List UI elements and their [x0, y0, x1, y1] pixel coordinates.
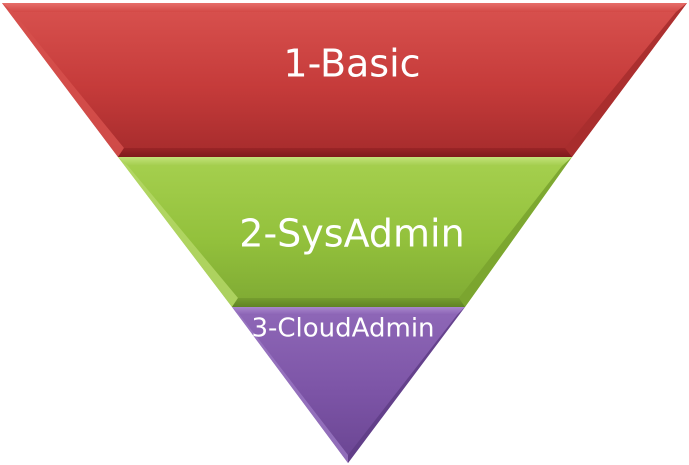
- layer-2-sysadmin: 2-SysAdmin: [118, 157, 572, 307]
- layer-2-left-bevel: [118, 157, 238, 307]
- layer-1-right-bevel: [565, 3, 687, 157]
- layer-2-label: 2-SysAdmin: [239, 212, 464, 256]
- layer-1-shape: [2, 3, 687, 157]
- layer-3-top-bevel: [232, 307, 465, 315]
- layer-1-top-bevel: [2, 3, 687, 12]
- layer-3-left-bevel: [232, 307, 348, 463]
- layer-1-label: 1-Basic: [283, 42, 420, 86]
- layer-1-basic: 1-Basic: [2, 3, 687, 157]
- layer-3-right-bevel: [348, 307, 465, 463]
- layer-3-cloudadmin: 3-CloudAdmin: [232, 307, 465, 463]
- layer-1-bottom-bevel: [118, 148, 572, 157]
- layer-3-label: 3-CloudAdmin: [251, 314, 434, 344]
- layer-2-shape: [118, 157, 572, 307]
- layer-2-bottom-bevel: [232, 298, 465, 307]
- layer-2-top-bevel: [118, 157, 572, 166]
- layer-1-left-bevel: [2, 3, 124, 157]
- layer-3-shape: [232, 307, 465, 463]
- layer-2-right-bevel: [459, 157, 572, 307]
